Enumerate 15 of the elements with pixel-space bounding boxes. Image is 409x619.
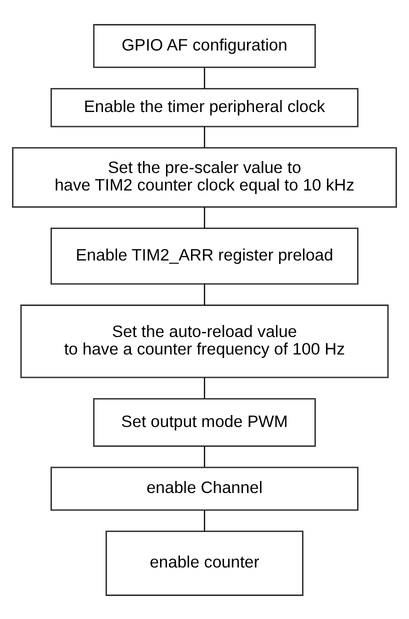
node-box: Set the auto-reload value to have a counter frequency of 100 Hz — [20, 304, 389, 378]
connector — [204, 206, 206, 228]
node-box: enable Channel — [50, 466, 358, 510]
connector — [204, 510, 206, 531]
node-box: Set output mode PWM — [93, 398, 316, 446]
node-box: Set the pre-scaler value to have TIM2 counter clock equal to 10 kHz — [12, 146, 397, 208]
node-box: Enable TIM2_ARR register preload — [50, 227, 358, 284]
connector — [204, 67, 206, 88]
connector — [204, 284, 206, 305]
node-box: Enable the timer peripheral clock — [50, 87, 358, 127]
connector — [204, 377, 206, 398]
node-box: GPIO AF configuration — [93, 24, 316, 68]
connector — [204, 126, 206, 148]
node-box: enable counter — [106, 530, 304, 596]
connector — [204, 446, 206, 467]
